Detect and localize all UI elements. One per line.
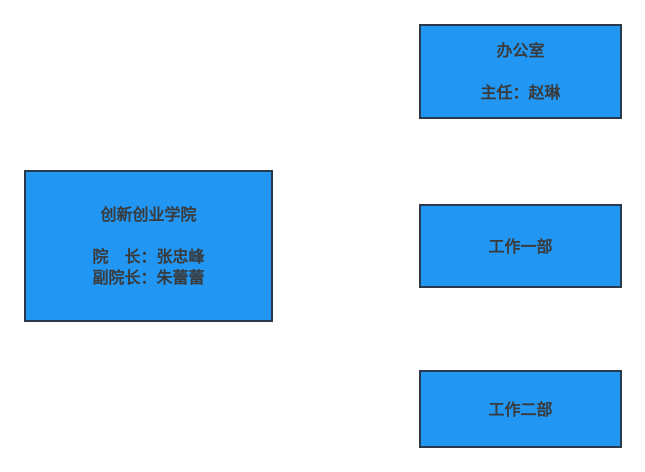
dept-1-name: 工作一部 bbox=[488, 236, 553, 256]
org-node-dept-2: 工作二部 bbox=[419, 370, 622, 448]
dept-2-name: 工作二部 bbox=[488, 399, 553, 419]
office-director-line: 主任：赵琳 bbox=[480, 83, 561, 102]
org-node-office: 办公室 主任：赵琳 bbox=[419, 24, 622, 119]
vice-dean-line: 副院长：朱蕾蕾 bbox=[92, 268, 205, 287]
org-node-dept-1: 工作一部 bbox=[419, 204, 622, 288]
college-name: 创新创业学院 bbox=[100, 205, 197, 224]
org-node-college: 创新创业学院 院 长：张忠峰 副院长：朱蕾蕾 bbox=[24, 170, 273, 322]
office-name: 办公室 bbox=[496, 41, 545, 60]
dean-line: 院 长：张忠峰 bbox=[92, 247, 205, 266]
